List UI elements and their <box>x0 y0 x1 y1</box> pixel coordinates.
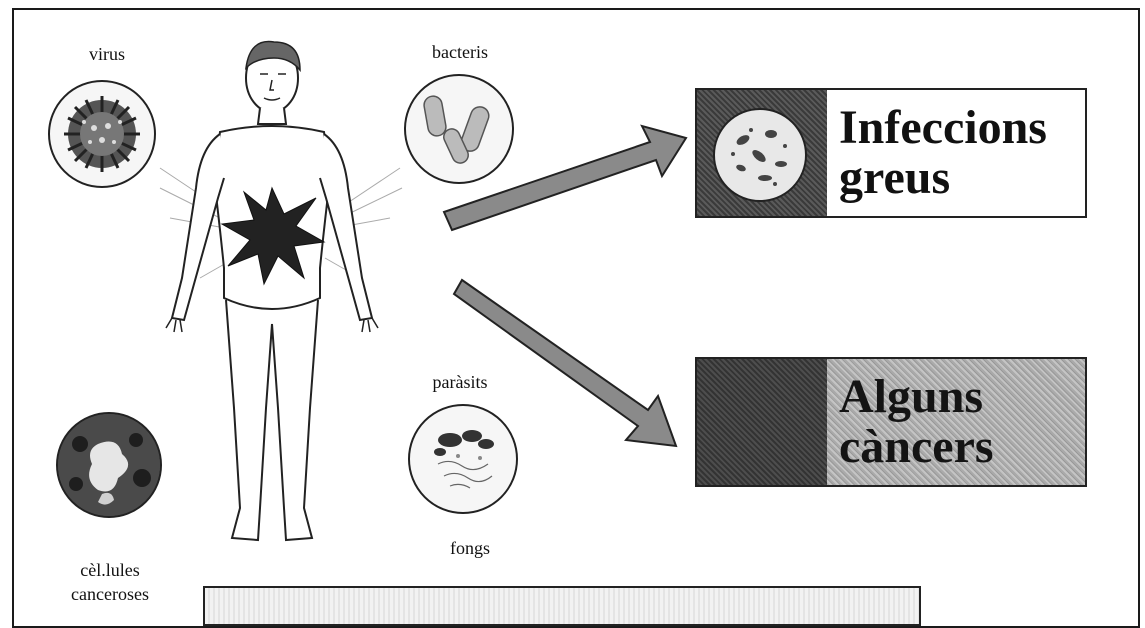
label-fongs: fongs <box>430 538 510 558</box>
infection-sample-icon <box>713 108 807 202</box>
result-cancers-line1: Alguns <box>839 372 1085 422</box>
cancer-sample-panel <box>697 359 827 485</box>
label-cells-line1: cèl.lules <box>55 560 165 580</box>
result-infections: Infeccions greus <box>695 88 1087 218</box>
human-body-figure <box>140 28 420 558</box>
result-cancers-line2: càncers <box>839 422 1085 472</box>
bottom-caption-box <box>203 586 921 626</box>
result-cancers: Alguns càncers <box>695 357 1087 487</box>
arrow-to-infections-icon <box>436 112 696 242</box>
result-infections-line1: Infeccions <box>839 103 1085 153</box>
label-cells-line2: canceroses <box>45 584 175 604</box>
label-virus: virus <box>72 44 142 64</box>
label-bacteris: bacteris <box>410 42 510 62</box>
result-infections-line2: greus <box>839 153 1085 203</box>
infection-sample-panel <box>697 90 827 216</box>
arrow-to-cancers-icon <box>448 270 698 460</box>
